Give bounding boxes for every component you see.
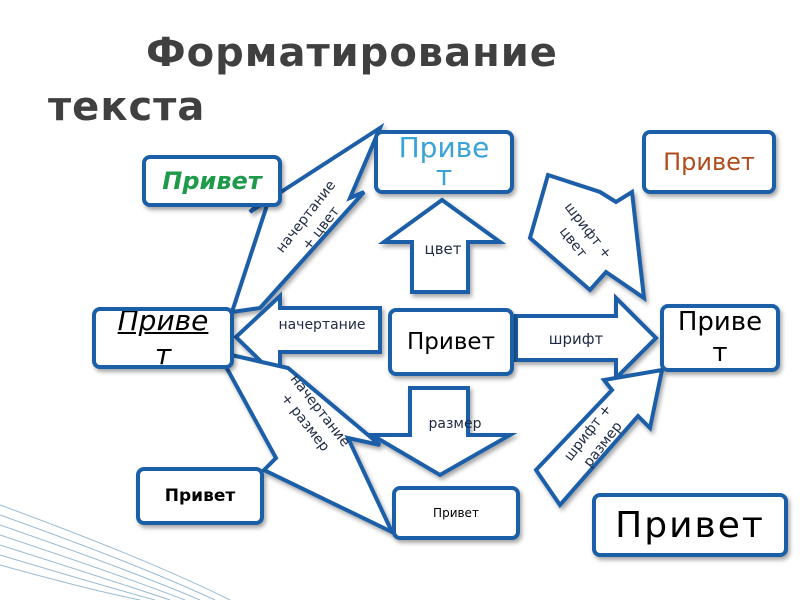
box-bottom-right-text: Привет	[615, 504, 765, 546]
box-left-text: Привет	[117, 307, 209, 369]
arrow-up-label: цвет	[424, 240, 462, 258]
box-bottom-left: Привет	[136, 467, 264, 525]
slide-title: Форматирование текста	[48, 26, 558, 134]
corner-swoosh	[0, 504, 231, 600]
arrow-left-label: начертание	[278, 317, 366, 333]
title-line-1: Форматирование	[146, 30, 558, 76]
box-bottom-text: Привет	[433, 506, 479, 520]
title-line-2: текста	[48, 84, 206, 130]
box-top: Привет	[374, 130, 514, 194]
arrow-down-label: размер	[428, 416, 482, 432]
box-bottom-left-text: Привет	[164, 486, 236, 506]
box-right-text: Привет	[677, 307, 763, 368]
box-center-text: Привет	[407, 329, 495, 355]
arrow-up	[377, 197, 507, 294]
box-bottom-right: Привет	[592, 493, 788, 557]
box-left: Привет	[92, 307, 234, 369]
box-top-right-text: Привет	[663, 148, 755, 176]
box-right: Привет	[660, 304, 780, 372]
arrow-up-right	[527, 172, 647, 303]
box-bottom: Привет	[392, 486, 520, 540]
arrow-down-left	[214, 349, 397, 537]
arrow-right	[514, 293, 659, 383]
box-top-right: Привет	[642, 130, 776, 194]
box-center: Привет	[388, 308, 514, 376]
arrow-right-label: шрифт	[548, 330, 604, 348]
box-top-left: Привет	[142, 155, 282, 207]
box-top-left-text: Привет	[162, 167, 262, 195]
box-top-text: Привет	[398, 131, 490, 192]
arrow-down-right	[533, 367, 665, 509]
arrow-down	[364, 386, 518, 478]
